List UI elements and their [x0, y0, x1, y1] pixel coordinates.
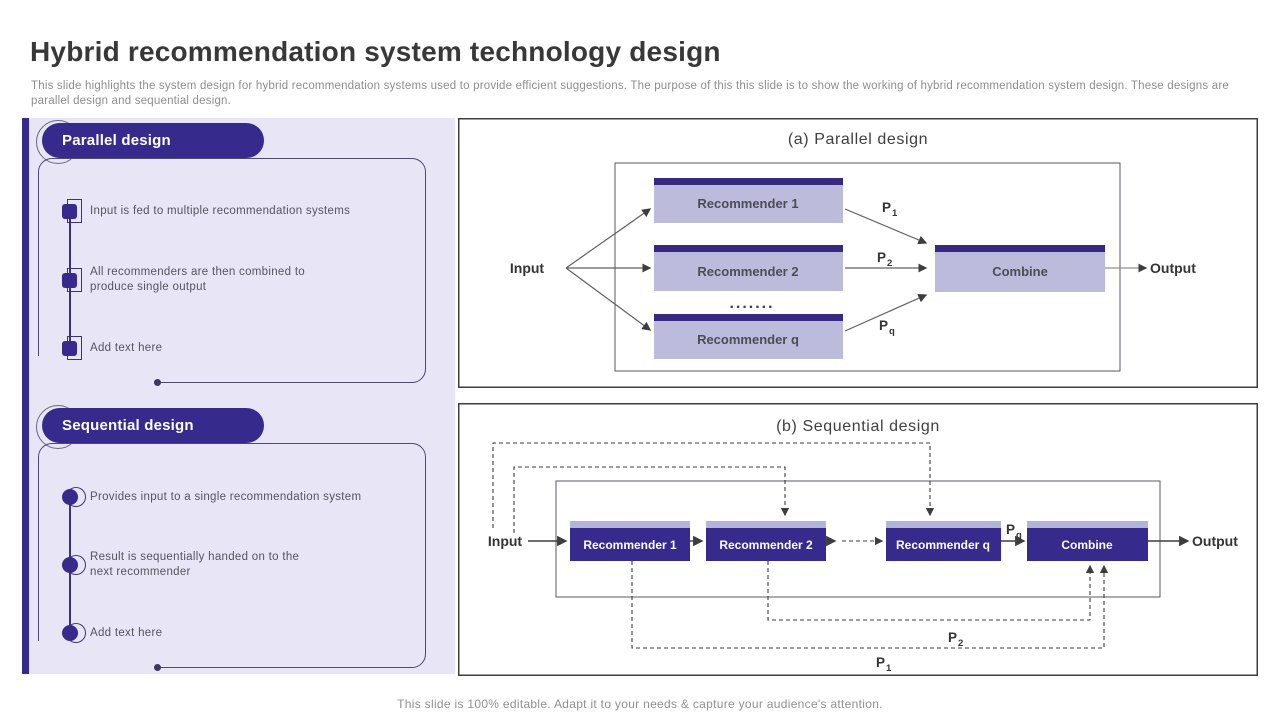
circle-bullet — [62, 625, 78, 641]
circle-bullet — [62, 557, 78, 573]
p1-label: P 1 — [882, 200, 898, 219]
box-body — [935, 245, 1105, 292]
svg-text:1: 1 — [892, 208, 898, 219]
page-subtitle: This slide highlights the system design … — [31, 80, 1229, 107]
list-item: Input is fed to multiple recommendation … — [90, 205, 351, 217]
dashed-feedback-rec2-to-combine — [767, 561, 1095, 621]
arrow-input-to-recq — [565, 267, 652, 331]
svg-text:P: P — [1006, 522, 1015, 537]
diagram-b-title: (b) Sequential design — [776, 418, 940, 435]
square-bullet — [62, 272, 77, 288]
outline-mask — [36, 641, 41, 670]
p2-label: P 2 — [948, 630, 963, 649]
output-label: Output — [1150, 260, 1196, 276]
box-top-bar — [935, 245, 1105, 252]
circle-bullet — [62, 489, 78, 505]
diagram-b-inner-frame — [555, 480, 1161, 598]
input-label: Input — [488, 533, 523, 549]
box-label: Recommender q — [896, 538, 990, 552]
diagram-a-border — [458, 118, 1258, 388]
list-item: Result is sequentially handed on to the … — [90, 551, 300, 578]
parallel-outline-box — [38, 158, 426, 383]
p2-label: P 2 — [877, 250, 892, 269]
svg-text:q: q — [1016, 530, 1022, 541]
combine-box: Combine — [935, 245, 1105, 292]
arrow-recq-to-combine — [844, 293, 928, 332]
box-label: Recommender 1 — [583, 538, 677, 552]
bullet-arc — [66, 623, 86, 643]
bullet-arc — [66, 555, 86, 575]
pq-label: P q — [879, 318, 895, 337]
box-top-bar — [706, 521, 826, 528]
timeline-dot — [154, 664, 161, 671]
svg-text:2: 2 — [958, 638, 963, 649]
list-item: All recommenders are then combined to pr… — [90, 266, 306, 293]
footer-note: This slide is 100% editable. Adapt it to… — [397, 697, 883, 711]
outline-mask — [36, 653, 160, 670]
sequential-outline-box — [38, 443, 426, 668]
outline-mask — [36, 368, 160, 385]
p1-label: P 1 — [876, 655, 892, 674]
box-label: Recommender 2 — [719, 538, 813, 552]
timeline-dot — [154, 379, 161, 386]
parallel-heading-pill: Parallel design — [42, 123, 264, 158]
input-label: Input — [510, 260, 545, 276]
box-body — [654, 245, 843, 291]
sidebar-panel: Parallel design Input is fed to multiple… — [22, 118, 455, 674]
add-text-placeholder[interactable]: Add text here — [90, 627, 163, 639]
arrow-rec1-to-combine — [844, 208, 928, 245]
box-top-bar — [654, 178, 843, 185]
recommender-1-box: Recommender 1 — [570, 521, 690, 561]
svg-text:P: P — [877, 250, 886, 265]
diagram-a-inner-frame — [614, 162, 1121, 372]
svg-text:2: 2 — [887, 258, 892, 269]
box-label: Combine — [992, 264, 1048, 279]
arrow-input-to-rec1 — [565, 208, 652, 269]
svg-text:P: P — [882, 200, 891, 215]
svg-text:1: 1 — [886, 663, 892, 674]
combine-box: Combine — [1027, 521, 1148, 561]
recommender-2-box: Recommender 2 — [706, 521, 826, 561]
svg-text:P: P — [876, 655, 885, 670]
svg-text:P: P — [948, 630, 957, 645]
output-label: Output — [1192, 533, 1238, 549]
box-top-bar — [1027, 521, 1148, 528]
list-item: Provides input to a single recommendatio… — [90, 491, 362, 503]
box-label: Recommender 2 — [697, 264, 798, 279]
ellipsis-dots: ....... — [729, 295, 774, 312]
outline-mask — [36, 356, 41, 385]
pq-label: P q — [1006, 522, 1022, 541]
sidebar-accent-strip — [22, 118, 29, 674]
sequential-heading-pill: Sequential design — [42, 408, 264, 443]
box-label: Recommender q — [697, 332, 799, 347]
box-top-bar — [886, 521, 1001, 528]
dashed-feedback-input-to-recq — [492, 442, 935, 528]
diagram-a-title: (a) Parallel design — [788, 131, 928, 148]
box-top-bar — [570, 521, 690, 528]
sequential-design-diagram: (b) Sequential design Input Output Recom… — [458, 403, 1258, 676]
svg-text:q: q — [889, 326, 895, 337]
svg-text:P: P — [879, 318, 888, 333]
box-top-bar — [654, 314, 843, 321]
recommender-1-box: Recommender 1 — [654, 178, 843, 223]
dashed-feedback-input-to-rec2 — [513, 466, 790, 533]
box-body — [654, 314, 843, 359]
page-title: Hybrid recommendation system technology … — [30, 36, 721, 67]
sequential-heading-label: Sequential design — [62, 417, 194, 434]
parallel-heading-label: Parallel design — [62, 132, 171, 149]
dashed-feedback-rec1-to-combine — [631, 561, 1109, 649]
box-label: Recommender 1 — [697, 196, 798, 211]
parallel-design-diagram: (a) Parallel design Input Output Recomme… — [458, 118, 1258, 388]
add-text-placeholder[interactable]: Add text here — [90, 342, 163, 354]
box-top-bar — [654, 245, 843, 252]
box-label: Combine — [1061, 538, 1113, 552]
recommender-2-box: Recommender 2 — [654, 245, 843, 291]
recommender-q-box: Recommender q — [886, 521, 1001, 561]
bullet-arc — [66, 487, 86, 507]
recommender-q-box: Recommender q — [654, 314, 843, 359]
box-body — [654, 178, 843, 223]
square-bullet — [62, 340, 77, 356]
square-bullet — [62, 203, 77, 219]
